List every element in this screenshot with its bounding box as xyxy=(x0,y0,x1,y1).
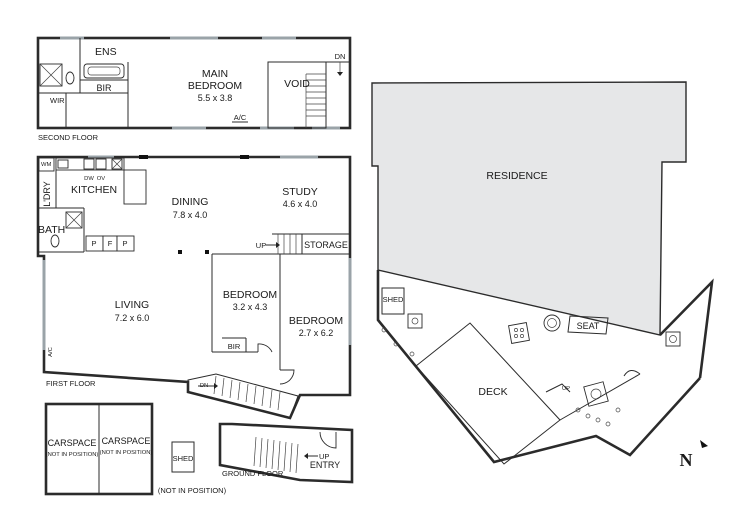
site-plan: RESIDENCE DECK SHED SEAT xyxy=(371,81,714,470)
label-site-shed: SHED xyxy=(383,295,404,304)
label-void: VOID xyxy=(284,78,310,90)
label-not-in-position-1: (NOT IN POSITION) xyxy=(46,452,99,458)
label-main-bedroom-2: BEDROOM xyxy=(188,80,242,92)
label-ac-lower: A/C xyxy=(48,347,54,357)
label-dining: DINING xyxy=(172,196,209,208)
label-study: STUDY xyxy=(282,186,318,198)
second-floor-stair xyxy=(305,62,343,128)
seat-bench xyxy=(567,315,609,335)
label-ov: OV xyxy=(97,176,106,182)
label-f: F xyxy=(108,239,113,248)
label-residence: RESIDENCE xyxy=(486,170,547,182)
label-bir-upper: BIR xyxy=(96,83,112,93)
outdoor-table-1 xyxy=(508,322,530,344)
label-not-in-position-2: (NOT IN POSITION) xyxy=(100,450,153,456)
label-bath: BATH xyxy=(38,224,65,236)
label-kitchen: KITCHEN xyxy=(71,184,117,196)
label-carspace-1: CARSPACE xyxy=(48,438,97,448)
site-shed xyxy=(381,287,405,315)
label-seat: SEAT xyxy=(577,321,600,331)
label-storage: STORAGE xyxy=(304,240,348,250)
label-bedroom-3-size: 2.7 x 6.2 xyxy=(299,328,334,338)
label-up-first: UP xyxy=(256,241,266,250)
fire-pit xyxy=(543,314,561,332)
ground-shed xyxy=(171,441,195,473)
label-north: N xyxy=(680,450,693,470)
label-study-size: 4.6 x 4.0 xyxy=(283,199,318,209)
first-floor-up-stair xyxy=(266,234,297,254)
label-up-ground: UP xyxy=(319,452,329,461)
site-boundary-right xyxy=(659,278,714,379)
label-first-floor: FIRST FLOOR xyxy=(46,379,96,388)
label-main-bedroom-size: 5.5 x 3.8 xyxy=(198,93,233,103)
site-planter-row xyxy=(381,327,621,427)
residence-footprint xyxy=(371,81,687,336)
label-deck: DECK xyxy=(478,386,507,398)
north-arrow-icon xyxy=(700,440,708,448)
label-entry: ENTRY xyxy=(310,460,340,470)
label-p1: P xyxy=(91,239,96,248)
label-ldry: L'DRY xyxy=(42,181,52,207)
label-living-size: 7.2 x 6.0 xyxy=(115,313,150,323)
label-bedroom-2-size: 3.2 x 4.3 xyxy=(233,302,268,312)
label-bir-lower: BIR xyxy=(228,342,241,351)
label-not-in-position-3: (NOT IN POSITION) xyxy=(158,486,227,495)
first-floor-plan: WM DW OV KITCHEN L'DRY BATH P F P DINING… xyxy=(36,155,352,420)
label-living: LIVING xyxy=(115,299,149,311)
label-bedroom-3: BEDROOM xyxy=(289,315,343,327)
label-main-bedroom-1: MAIN xyxy=(202,68,228,80)
first-floor-dn-stair xyxy=(187,373,299,419)
site-boundary-lower xyxy=(376,270,701,464)
ground-floor-up-stair xyxy=(253,436,299,474)
site-planter xyxy=(665,331,681,347)
north-arrow: N xyxy=(680,440,708,470)
label-ac-upper: A/C xyxy=(234,113,247,122)
label-second-floor: SECOND FLOOR xyxy=(38,133,99,142)
label-p2: P xyxy=(122,239,127,248)
label-bedroom-2: BEDROOM xyxy=(223,289,277,301)
label-ens: ENS xyxy=(95,46,117,58)
label-dn-first: DN xyxy=(200,383,208,389)
label-ground-floor: GROUND FLOOR xyxy=(222,469,284,478)
label-dn-upper: DN xyxy=(335,52,346,61)
label-ground-shed: SHED xyxy=(173,454,194,463)
ground-floor-plan: CARSPACE (NOT IN POSITION) CARSPACE (NOT… xyxy=(44,402,354,496)
entry-outline xyxy=(218,422,354,484)
second-floor-plan: ENS MAIN BEDROOM 5.5 x 3.8 VOID BIR WIR … xyxy=(36,36,352,142)
label-wir: WIR xyxy=(50,96,65,105)
label-wm: WM xyxy=(41,162,51,168)
label-dw: DW xyxy=(84,176,94,182)
label-carspace-2: CARSPACE xyxy=(102,436,151,446)
label-dining-size: 7.8 x 4.0 xyxy=(173,210,208,220)
label-up-deck: UP xyxy=(562,386,570,392)
